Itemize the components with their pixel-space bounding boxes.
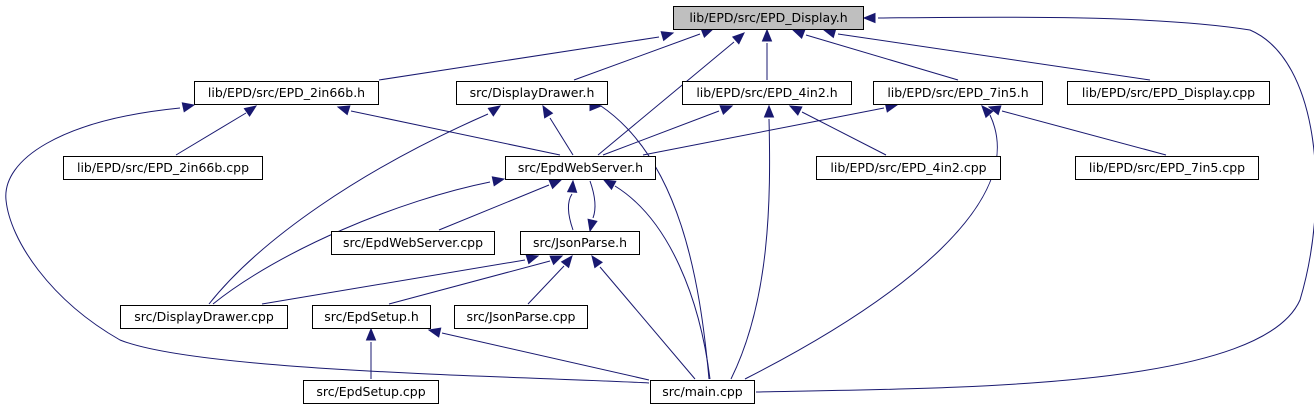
edge-jsonparse-h-to-epdwebserver-h	[566, 179, 578, 231]
edge-epdwebserver-h-to-epd-2in66b-h	[336, 105, 561, 156]
edge-epd-4in2-cpp-to-epd-4in2-h	[788, 105, 887, 156]
arrowhead	[660, 31, 675, 42]
node-epdsetup-h[interactable]: src/EpdSetup.h	[312, 305, 431, 329]
node-jsonparse-h[interactable]: src/JsonParse.h	[520, 231, 640, 255]
edge-epd-7in5-cpp-to-epd-7in5-h	[987, 105, 1167, 156]
edge-displaydrawer-cpp-to-displaydrawer-h	[208, 105, 502, 305]
arrowhead	[336, 105, 351, 116]
edge-main-cpp-to-epd-display-h	[755, 12, 1314, 393]
node-epd-2in66b-h[interactable]: lib/EPD/src/EPD_2in66b.h	[194, 81, 379, 105]
arrowhead	[542, 104, 554, 119]
edge-epdwebserver-h-to-displaydrawer-h	[542, 104, 574, 156]
node-displaydrawer-cpp[interactable]: src/DisplayDrawer.cpp	[120, 305, 288, 329]
node-epd-display-h[interactable]: lib/EPD/src/EPD_Display.h	[673, 6, 864, 30]
node-main-cpp[interactable]: src/main.cpp	[650, 380, 755, 404]
edge-epdwebserver-cpp-to-epdwebserver-h	[438, 179, 563, 231]
edge-main-cpp-to-epd-2in66b-h	[5, 102, 650, 384]
arrowhead	[981, 105, 994, 119]
edge-epdwebserver-h-to-epd-display-h	[597, 32, 745, 156]
edge-jsonparse-cpp-to-jsonparse-h	[527, 254, 573, 305]
arrowhead	[731, 32, 745, 45]
edge-main-cpp-to-epdwebserver-h	[602, 179, 711, 380]
edge-epd-4in2-h-to-epd-display-h	[761, 28, 773, 80]
arrowhead	[719, 105, 734, 116]
edge-epdwebserver-h-to-epd-4in2-h	[602, 105, 734, 156]
arrowhead	[566, 179, 578, 193]
arrowhead	[548, 179, 563, 190]
arrowhead	[602, 179, 617, 191]
node-displaydrawer-h[interactable]: src/DisplayDrawer.h	[456, 81, 608, 105]
arrowhead	[181, 102, 196, 113]
edge-epdsetup-h-to-jsonparse-h	[388, 255, 564, 305]
edge-epdwebserver-h-to-jsonparse-h	[587, 180, 598, 233]
arrowhead	[487, 105, 502, 117]
edge-main-cpp-to-epd-7in5-h	[744, 105, 998, 380]
node-epd-4in2-h[interactable]: lib/EPD/src/EPD_4in2.h	[682, 81, 852, 105]
edge-displaydrawer-h-to-epd-display-h	[573, 28, 715, 81]
node-epd-2in66b-cpp[interactable]: lib/EPD/src/EPD_2in66b.cpp	[63, 156, 263, 180]
edge-main-cpp-to-epdsetup-h	[427, 327, 650, 381]
node-epdsetup-cpp[interactable]: src/EpdSetup.cpp	[303, 380, 439, 404]
node-epd-7in5-h[interactable]: lib/EPD/src/EPD_7in5.h	[873, 81, 1043, 105]
node-epdwebserver-cpp[interactable]: src/EpdWebServer.cpp	[331, 231, 495, 255]
arrowhead	[763, 104, 775, 118]
arrowhead	[791, 29, 806, 40]
arrowhead	[987, 105, 1002, 116]
arrowhead	[427, 327, 442, 338]
edge-epd-7in5-h-to-epd-display-h	[791, 29, 959, 81]
edge-displaydrawer-cpp-to-epdwebserver-h	[212, 176, 506, 305]
edge-epd-2in66b-h-to-epd-display-h	[378, 31, 675, 81]
arrowhead	[587, 218, 598, 233]
node-epd-4in2-cpp[interactable]: lib/EPD/src/EPD_4in2.cpp	[816, 156, 1001, 180]
arrowhead	[560, 254, 573, 269]
node-epd-display-cpp[interactable]: lib/EPD/src/EPD_Display.cpp	[1067, 81, 1270, 105]
arrowhead	[862, 12, 876, 24]
arrowhead	[549, 255, 564, 266]
edge-epdsetup-cpp-to-epdsetup-h	[365, 327, 377, 379]
arrowhead	[491, 176, 506, 187]
edge-main-cpp-to-epd-4in2-h	[730, 104, 775, 380]
edge-displaydrawer-cpp-to-jsonparse-h	[261, 254, 540, 305]
arrowhead	[591, 254, 604, 269]
node-epd-7in5-cpp[interactable]: lib/EPD/src/EPD_7in5.cpp	[1075, 156, 1259, 180]
arrowhead	[525, 254, 540, 265]
node-epdwebserver-h[interactable]: src/EpdWebServer.h	[505, 156, 656, 180]
edge-epd-2in66b-cpp-to-epd-2in66b-h	[175, 105, 258, 156]
arrowhead	[788, 105, 803, 116]
arrowhead	[761, 28, 773, 42]
arrowhead	[365, 327, 377, 341]
arrowhead	[700, 28, 715, 39]
node-jsonparse-cpp[interactable]: src/JsonParse.cpp	[454, 305, 588, 329]
arrowhead	[243, 105, 258, 117]
edge-main-cpp-to-jsonparse-h	[591, 254, 696, 380]
